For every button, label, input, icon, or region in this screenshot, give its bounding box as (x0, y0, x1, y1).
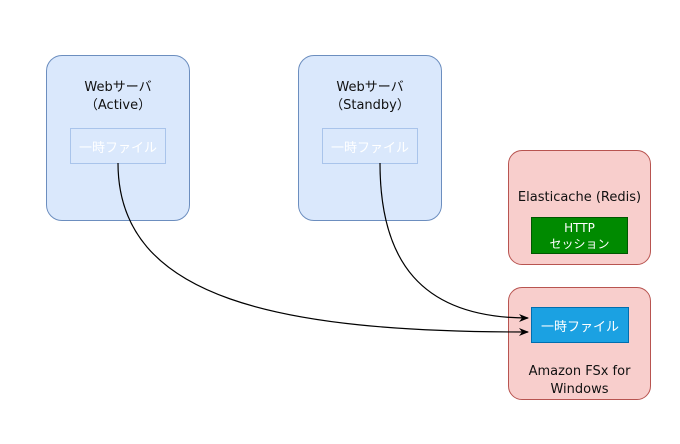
fsx-title: Amazon FSx for Windows (528, 364, 631, 397)
edge-standby-to-fsx (379, 162, 529, 322)
web-server-active-title: Webサーバ （Active） (84, 80, 152, 113)
elasticache-redis: Elasticache (Redis) HTTP セッション (508, 150, 651, 265)
fsx-temp-file: 一時ファイル (531, 307, 629, 343)
active-temp-file: 一時ファイル (70, 128, 166, 164)
elasticache-title: Elasticache (Redis) (517, 190, 642, 205)
http-session: HTTP セッション (531, 217, 628, 254)
web-server-standby-title: Webサーバ （Standby） (330, 80, 410, 113)
web-server-standby: Webサーバ （Standby） 一時ファイル (298, 55, 442, 221)
standby-temp-file: 一時ファイル (322, 128, 418, 164)
web-server-active: Webサーバ （Active） 一時ファイル (46, 55, 190, 221)
amazon-fsx-windows: 一時ファイル Amazon FSx for Windows (508, 287, 651, 400)
edge-active-to-fsx (117, 162, 529, 336)
